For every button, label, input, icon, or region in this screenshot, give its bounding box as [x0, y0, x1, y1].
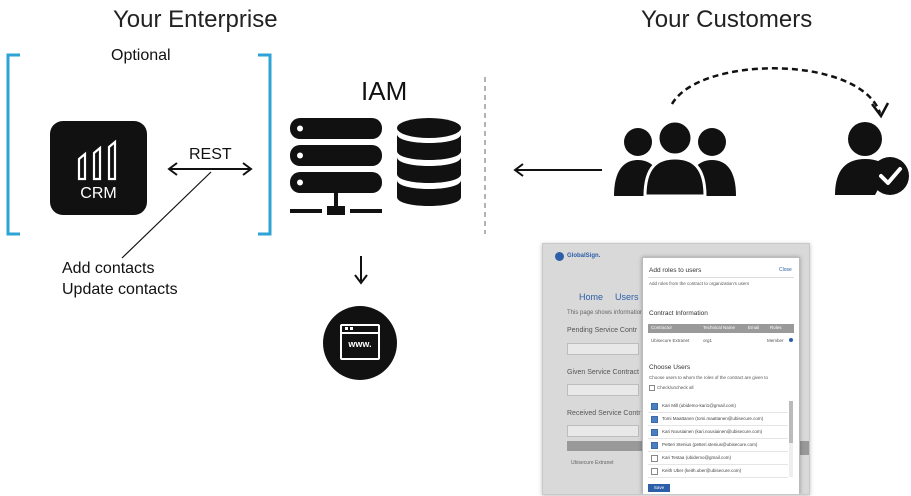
- user-checkbox: [651, 429, 658, 436]
- database-icon: [397, 118, 461, 206]
- modal-close-link[interactable]: Close: [779, 267, 792, 273]
- info-icon[interactable]: [789, 338, 793, 342]
- optional-label: Optional: [111, 47, 171, 64]
- user-name: Keith Uber (keith.uber@ubisecure.com): [662, 468, 742, 473]
- user-row[interactable]: Tomi Maattanen (tomi.maattanen@ubisecure…: [648, 414, 788, 426]
- www-label: www.: [348, 339, 372, 349]
- browser-window-icon: www.: [340, 324, 380, 360]
- section-given: Given Service Contract: [567, 369, 639, 376]
- iam-label: IAM: [361, 76, 408, 106]
- user-name: Petteri Stenius (petteri.stenius@ubisecu…: [662, 442, 758, 447]
- add-roles-modal: Add roles to users Close Add roles from …: [642, 257, 800, 494]
- user-checkbox: [651, 416, 658, 423]
- user-name: Kari Testaa (ubidemo@gmail.com): [662, 455, 732, 460]
- check-all-checkbox[interactable]: [649, 385, 655, 391]
- check-all-label: Check/uncheck all: [657, 385, 694, 390]
- customers-heading: Your Customers: [641, 6, 813, 33]
- td-contractor: Ubisecure Extranet: [651, 338, 690, 343]
- given-box: [567, 384, 639, 396]
- user-checkbox: [651, 442, 658, 449]
- section-received: Received Service Contr: [567, 410, 641, 417]
- checkmark-icon: [879, 167, 902, 185]
- th-contractor: Contractor: [651, 325, 673, 330]
- contract-table-header: Contractor Technical Name Email Roles: [648, 324, 794, 333]
- callout-line: [121, 171, 212, 259]
- section-pending: Pending Service Contr: [567, 327, 638, 334]
- user-name: Kari Mill (ubidemo-kari1@gmail.com): [662, 403, 736, 408]
- right-bracket: [258, 53, 272, 236]
- server-icon: [290, 118, 461, 215]
- bg-table-header: [567, 441, 645, 451]
- th-roles: Roles: [770, 325, 782, 330]
- user-name: Kari Nousiainen (kari.nousiainen@ubisecu…: [662, 429, 763, 434]
- caption-add-contacts: Add contacts: [62, 260, 155, 277]
- save-button[interactable]: Save: [648, 484, 670, 492]
- modal-title: Add roles to users: [649, 267, 702, 274]
- th-email: Email: [748, 325, 760, 330]
- brand-name: GlobalSign.: [567, 253, 601, 259]
- users-scrollbar[interactable]: [789, 401, 793, 477]
- bg-footer-text: Ubisecure Extranet: [571, 460, 614, 466]
- enterprise-heading: Your Enterprise: [113, 6, 278, 33]
- intro-text: This page shows information: [567, 310, 644, 316]
- customers-to-iam-arrow: [513, 163, 602, 177]
- iam-admin-screenshot: GlobalSign. Home Users This page shows i…: [542, 243, 810, 495]
- crm-icon: CRM: [50, 121, 147, 215]
- user-checkbox: [651, 403, 658, 410]
- iam-to-www-arrow: [354, 256, 368, 285]
- customer-group-icon: [614, 119, 736, 196]
- contract-heading: Contract Information: [649, 310, 708, 317]
- invite-curve-arrow: [670, 67, 890, 119]
- user-row[interactable]: Kari Mill (ubidemo-kari1@gmail.com): [648, 401, 788, 413]
- rest-arrow: [167, 162, 253, 176]
- verified-user-icon: [835, 122, 909, 195]
- user-row[interactable]: Keith Uber (keith.uber@ubisecure.com): [648, 466, 788, 478]
- modal-subtitle: Add roles from the contract to organizat…: [649, 281, 750, 286]
- pending-box: [567, 343, 639, 355]
- www-icon: www.: [323, 306, 397, 380]
- user-name: Tomi Maattanen (tomi.maattanen@ubisecure…: [662, 416, 764, 421]
- user-row[interactable]: Kari Testaa (ubidemo@gmail.com): [648, 453, 788, 465]
- user-row[interactable]: Petteri Stenius (petteri.stenius@ubisecu…: [648, 440, 788, 452]
- received-box: [567, 425, 639, 437]
- crm-label: CRM: [80, 185, 117, 202]
- nav-users[interactable]: Users: [615, 292, 639, 302]
- rest-label: REST: [189, 146, 232, 163]
- globalsign-logo-icon: [555, 252, 564, 261]
- user-checkbox: [651, 455, 658, 462]
- choose-users-heading: Choose Users: [649, 364, 691, 371]
- user-checkbox: [651, 468, 658, 475]
- nav-home[interactable]: Home: [579, 292, 604, 302]
- user-row[interactable]: Kari Nousiainen (kari.nousiainen@ubisecu…: [648, 427, 788, 439]
- choose-users-hint: Choose users to whom the roles of the co…: [649, 375, 769, 380]
- caption-update-contacts: Update contacts: [62, 281, 178, 298]
- td-roles: Member: [767, 338, 784, 343]
- left-bracket: [6, 53, 20, 236]
- th-technical-name: Technical Name: [703, 325, 736, 330]
- td-technical-name: org1: [703, 338, 713, 343]
